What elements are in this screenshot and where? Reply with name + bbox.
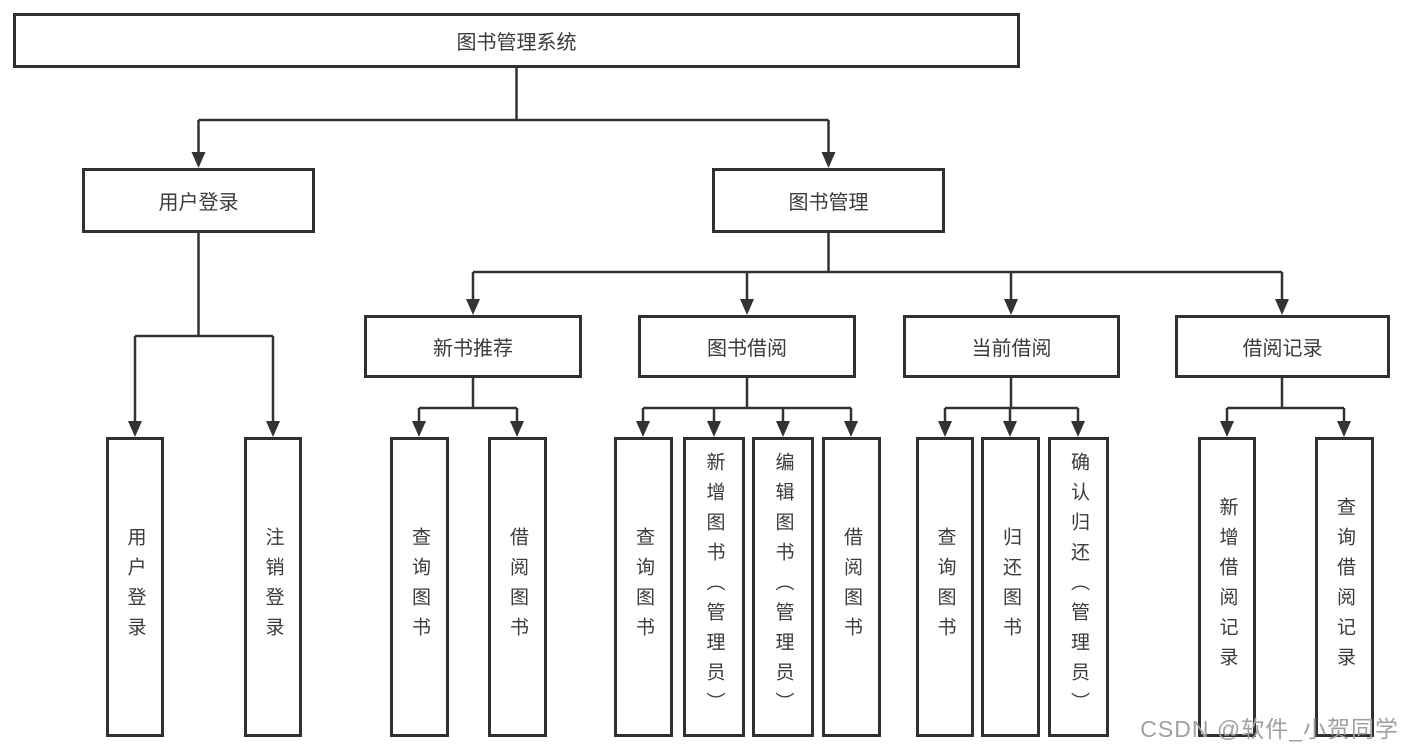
node-label: 用户登录 <box>124 527 146 647</box>
leaf-borrow-book-1: 借阅图书 <box>488 437 547 737</box>
arrowhead <box>1004 299 1018 315</box>
csdn-watermark: CSDN @软件_小贺同学 <box>1140 716 1399 742</box>
node-label: 注销登录 <box>262 527 284 647</box>
leaf-logout: 注销登录 <box>244 437 302 737</box>
node-label: 归还图书 <box>1000 527 1021 647</box>
arrowhead <box>740 299 754 315</box>
node-label: 查询借阅记录 <box>1334 497 1355 677</box>
leaf-query-book-2: 查询图书 <box>614 437 673 737</box>
node-label: 当前借阅 <box>971 338 1052 360</box>
node-label: 新增图书（管理员） <box>703 452 725 722</box>
node-label: 图书管理系统 <box>456 32 577 54</box>
node-label: 查询图书 <box>633 527 654 647</box>
node-borrow-records: 借阅记录 <box>1175 315 1390 378</box>
leaf-add-book-admin: 新增图书（管理员） <box>683 437 745 737</box>
node-current-borrow: 当前借阅 <box>903 315 1120 378</box>
node-label: 新书推荐 <box>433 338 513 360</box>
arrowhead <box>191 152 206 168</box>
arrowhead <box>776 421 790 437</box>
arrowhead <box>1220 421 1234 437</box>
leaf-query-book-1: 查询图书 <box>390 437 449 737</box>
arrowhead <box>1071 421 1085 437</box>
connector-records-to-leaves <box>1225 377 1346 425</box>
arrowhead <box>636 421 650 437</box>
connector-bookmgmt-to-level3 <box>471 233 1284 303</box>
node-user-login: 用户登录 <box>82 168 315 233</box>
arrowhead <box>938 421 952 437</box>
node-new-book-recommend: 新书推荐 <box>364 315 582 378</box>
leaf-confirm-return-admin: 确认归还（管理员） <box>1048 437 1109 737</box>
connector-newbook-to-leaves <box>417 378 519 425</box>
connector-bookborrow-to-leaves <box>641 378 853 425</box>
arrowheads <box>128 152 1351 437</box>
node-label: 图书管理 <box>788 192 869 214</box>
node-book-borrow: 图书借阅 <box>638 315 856 378</box>
connector-userlogin-to-leaves <box>133 233 275 425</box>
node-label: 新增借阅记录 <box>1216 497 1238 677</box>
leaf-edit-book-admin: 编辑图书（管理员） <box>752 437 814 737</box>
connector-root-to-level2 <box>197 68 830 156</box>
arrowhead <box>821 152 836 168</box>
arrowhead <box>1275 299 1289 315</box>
node-label: 确认归还（管理员） <box>1068 452 1089 722</box>
node-label: 用户登录 <box>158 192 239 214</box>
arrowhead <box>510 421 524 437</box>
node-label: 借阅图书 <box>841 527 862 647</box>
leaf-return-book: 归还图书 <box>981 437 1040 737</box>
arrowhead <box>1003 421 1017 437</box>
leaf-add-borrow-record: 新增借阅记录 <box>1198 437 1256 737</box>
arrowhead <box>128 421 142 437</box>
node-label: 借阅记录 <box>1242 338 1323 360</box>
arrowhead <box>707 421 721 437</box>
arrowhead <box>844 421 858 437</box>
leaf-user-login: 用户登录 <box>106 437 164 737</box>
arrowhead <box>466 299 480 315</box>
leaf-borrow-book-2: 借阅图书 <box>822 437 881 737</box>
node-label: 编辑图书（管理员） <box>772 452 794 722</box>
leaf-query-borrow-record: 查询借阅记录 <box>1315 437 1374 737</box>
node-library-management-system: 图书管理系统 <box>13 13 1020 68</box>
connector-currentborrow-to-leaves <box>943 377 1080 425</box>
node-label: 借阅图书 <box>507 527 528 647</box>
arrowhead <box>1337 421 1351 437</box>
leaf-query-book-3: 查询图书 <box>916 437 974 737</box>
node-label: 图书借阅 <box>707 338 787 360</box>
node-label: 查询图书 <box>934 527 956 647</box>
arrowhead <box>266 421 280 437</box>
node-label: 查询图书 <box>409 527 430 647</box>
arrowhead <box>412 421 426 437</box>
node-book-management: 图书管理 <box>712 168 945 233</box>
